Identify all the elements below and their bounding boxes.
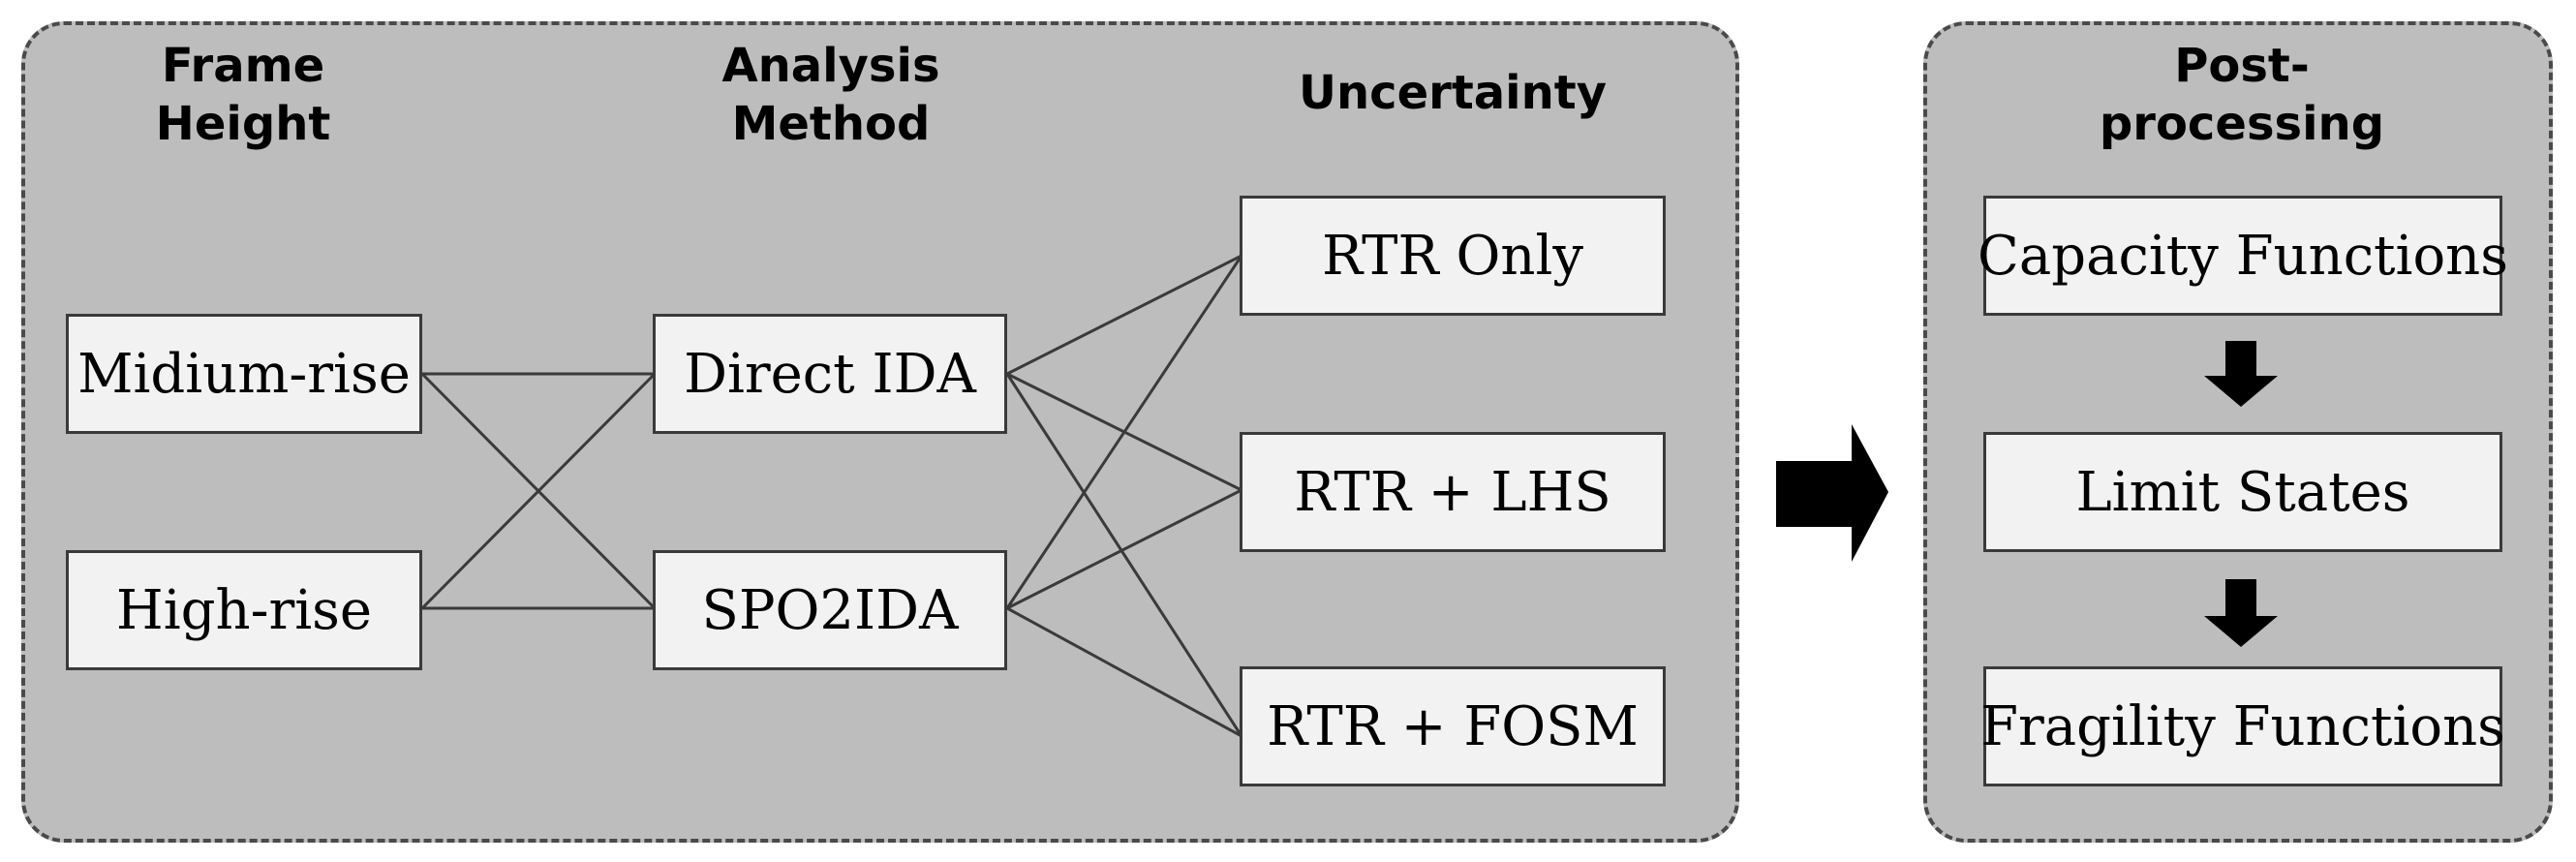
connector-line (1005, 373, 1243, 737)
uncertainty-rtr-only: RTR Only (1240, 196, 1666, 316)
analysis-spo2ida: SPO2IDA (653, 550, 1007, 670)
frame-height-high-rise: High-rise (66, 550, 422, 670)
heading-post-processing: Post- processing (2099, 39, 2385, 151)
connector-line (1006, 488, 1242, 610)
limit-states-box: Limit States (1983, 432, 2502, 552)
connector-line (420, 372, 657, 610)
connector-line (1006, 606, 1242, 738)
heading-analysis-method: Analysis Method (721, 39, 940, 151)
fragility-functions-box: Fragility Functions (1980, 666, 2505, 786)
analysis-direct-ida: Direct IDA (653, 314, 1007, 434)
uncertainty-rtr-lhs: RTR + LHS (1240, 432, 1666, 552)
connector-line (1006, 254, 1242, 376)
down-arrow-icon (2204, 579, 2278, 647)
uncertainty-rtr-fosm: RTR + FOSM (1240, 666, 1666, 786)
right-arrow-icon (1776, 424, 1888, 562)
frame-height-midium-rise: Midium-rise (66, 314, 422, 434)
connector-line (1005, 255, 1243, 609)
heading-uncertainty: Uncertainty (1298, 66, 1608, 120)
capacity-functions-box: Capacity Functions (1978, 196, 2508, 316)
heading-frame-height: Frame Height (155, 39, 331, 151)
down-arrow-icon (2204, 341, 2278, 407)
